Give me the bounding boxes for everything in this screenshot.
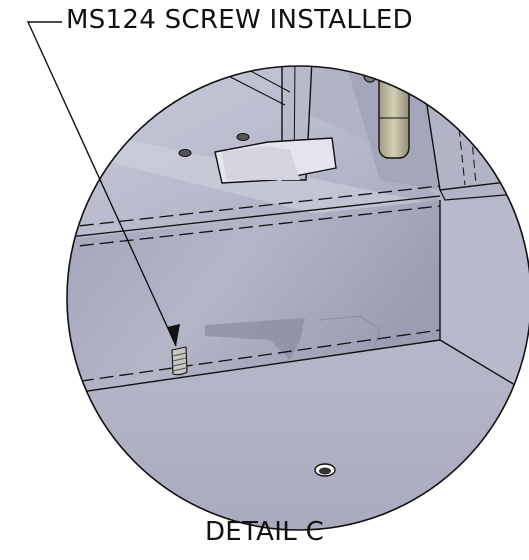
- bracket-outline: [319, 315, 381, 346]
- lower-floor: [67, 340, 529, 530]
- bend-line-upper-1: [67, 185, 441, 229]
- hinge-icon: [378, 71, 410, 159]
- detail-contents: [67, 66, 529, 530]
- callout-label: MS124 SCREW INSTALLED: [66, 5, 413, 35]
- upper-hole-2: [236, 133, 250, 141]
- detail-circle: [66, 65, 529, 531]
- wall-shadow: [205, 318, 305, 360]
- bend-line-lower-1: [67, 329, 441, 385]
- bend-line-lower-2: [67, 339, 441, 396]
- upper-hole-1: [178, 149, 192, 157]
- front-wall: [67, 200, 440, 395]
- cutout-depth: [222, 146, 300, 180]
- floor-hole-inner: [319, 467, 331, 475]
- flange-edge-2: [229, 66, 291, 93]
- leader-arrowhead: [167, 324, 180, 346]
- detail-label: DETAIL C: [204, 517, 325, 547]
- leader-line: [26, 21, 177, 347]
- screw-icon: [171, 346, 188, 376]
- bend-line-upper-3: [67, 205, 441, 249]
